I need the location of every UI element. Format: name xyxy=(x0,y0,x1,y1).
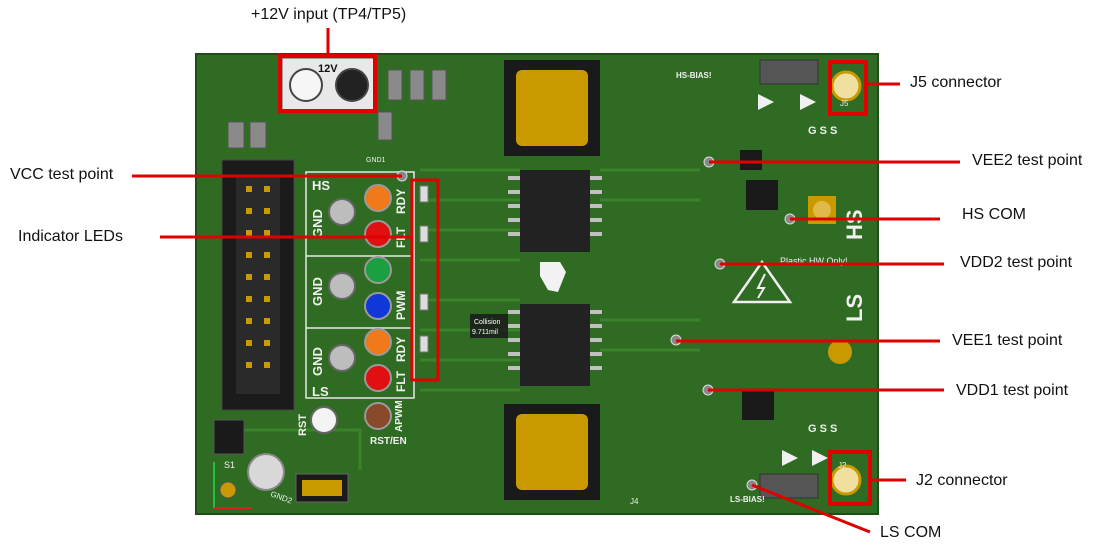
callout-vdd2-test-point: VDD2 test point xyxy=(960,254,1073,271)
silk-rst: RST xyxy=(297,414,309,436)
silk-gss-bottom: G S S xyxy=(808,423,837,435)
leader-ls-com xyxy=(751,483,871,534)
callout-j5-connector: J5 connector xyxy=(910,74,1002,91)
callout-indicator-leds: Indicator LEDs xyxy=(18,228,123,245)
silk-hs-bias: HS-BIAS! xyxy=(676,71,712,80)
label-12v: 12V xyxy=(318,63,338,75)
ic-u4 xyxy=(520,170,590,252)
high-voltage-warning-icon xyxy=(731,259,793,304)
mounting-hole xyxy=(247,453,285,491)
silk-apwm: APWM xyxy=(394,400,405,432)
callout-vee1-test-point: VEE1 test point xyxy=(952,332,1063,349)
callout-12v-input: +12V input (TP4/TP5) xyxy=(251,6,407,23)
ic-u1 xyxy=(520,304,590,386)
silk-gnd-3: GND xyxy=(310,347,325,376)
highlight-j2 xyxy=(828,450,872,506)
highlight-leds xyxy=(410,178,440,382)
silk-gnd-1: GND xyxy=(310,209,325,238)
apwm-post xyxy=(364,402,392,430)
callout-j2-connector: J2 connector xyxy=(916,472,1008,489)
collision-marker xyxy=(470,314,508,338)
callout-hs-com: HS COM xyxy=(962,206,1026,223)
gnd-post-3 xyxy=(328,344,356,372)
rst-post xyxy=(310,406,338,434)
ti-logo-icon xyxy=(540,262,566,292)
silk-s1: S1 xyxy=(224,460,235,470)
silk-pwm: PWM xyxy=(394,291,408,320)
silk-rst-en: RST/EN xyxy=(370,436,407,447)
silk-gss-top: G S S xyxy=(808,125,837,137)
tp4-terminal xyxy=(289,68,323,102)
highlight-j5 xyxy=(828,60,868,116)
connector-j2 xyxy=(830,464,862,496)
pwm-l-post xyxy=(364,292,392,320)
ls-flt-led xyxy=(364,364,392,392)
silk-ls-big: LS xyxy=(842,294,867,322)
switch-s1 xyxy=(213,419,245,455)
callout-vee2-test-point: VEE2 test point xyxy=(972,152,1083,169)
gnd-post-2 xyxy=(328,272,356,300)
tp5-terminal xyxy=(335,68,369,102)
silk-gnd-2: GND xyxy=(310,277,325,306)
silk-hs: HS xyxy=(312,178,330,193)
silk-j2: J2 xyxy=(838,461,847,470)
collision-value: 9.711mil xyxy=(472,329,498,336)
silk-flt-2: FLT xyxy=(394,370,408,392)
callout-vcc-test-point: VCC test point xyxy=(10,166,114,183)
silk-plastic: Plastic HW Only! xyxy=(780,256,848,266)
callout-ls-com: LS COM xyxy=(880,524,942,541)
silk-ls-bias: LS-BIAS! xyxy=(730,495,765,504)
callout-vdd1-test-point: VDD1 test point xyxy=(956,382,1069,399)
silk-j5: J5 xyxy=(840,99,849,108)
silk-rdy-2: RDY xyxy=(394,337,408,362)
silk-hs-big: HS xyxy=(842,209,867,240)
connector-j5 xyxy=(830,70,862,102)
gnd-post-1 xyxy=(328,198,356,226)
silk-ls: LS xyxy=(312,384,329,399)
pwm-h-post xyxy=(364,256,392,284)
silk-j4: J4 xyxy=(630,497,639,506)
hs-rdy-led xyxy=(364,184,392,212)
silk-rdy-1: RDY xyxy=(394,189,408,214)
silk-gnd1: GND1 xyxy=(366,157,386,164)
ls-rdy-led xyxy=(364,328,392,356)
collision-label: Collision xyxy=(474,319,501,326)
hs-flt-led xyxy=(364,220,392,248)
